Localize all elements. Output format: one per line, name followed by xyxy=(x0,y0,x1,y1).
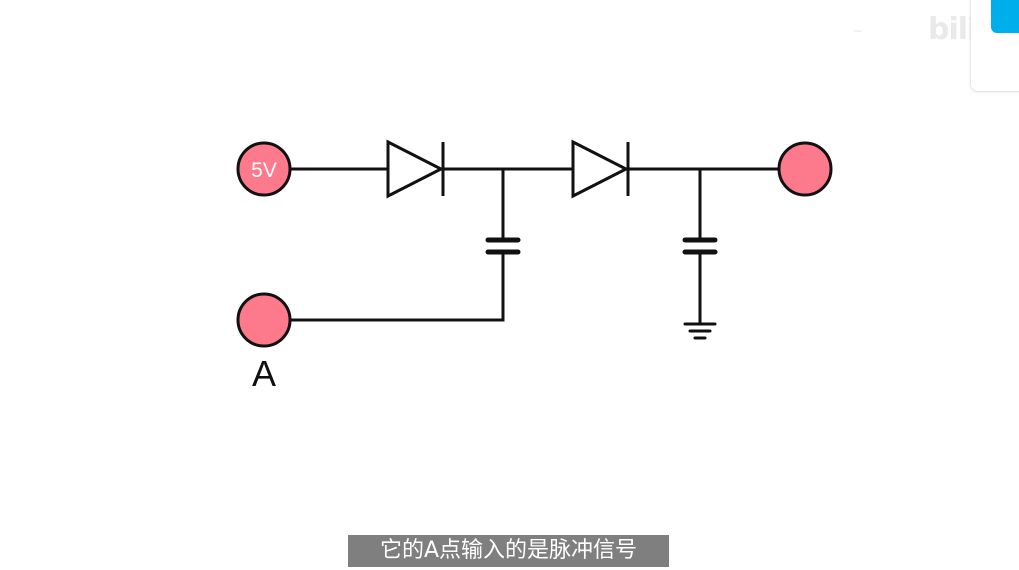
capacitor-2 xyxy=(682,237,718,255)
side-panel[interactable] xyxy=(970,0,1019,92)
output-node xyxy=(777,141,833,197)
input-node-label: A xyxy=(252,353,276,394)
diode-1 xyxy=(386,139,445,199)
diode-2-triangle xyxy=(571,139,630,199)
source-node xyxy=(236,141,292,197)
input-node xyxy=(236,292,292,348)
source-node-label: 5V xyxy=(251,159,277,182)
capacitor-1 xyxy=(485,237,521,255)
wires xyxy=(289,167,780,324)
diode-2 xyxy=(571,139,630,199)
diode-1-triangle xyxy=(386,139,445,199)
ground-icon xyxy=(683,322,717,340)
side-panel-accent-button[interactable] xyxy=(991,0,1019,33)
subtitle-caption: 它的A点输入的是脉冲信号 xyxy=(348,535,669,567)
